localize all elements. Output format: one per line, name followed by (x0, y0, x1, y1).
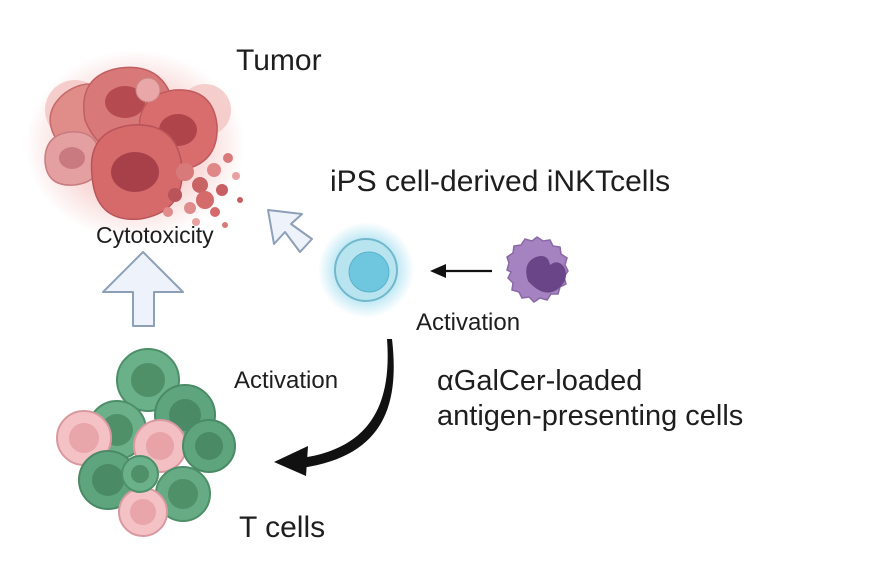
apc-label: αGalCer-loaded antigen-presenting cells (437, 364, 743, 435)
activation-arrow-small (430, 264, 492, 278)
curved-activation-arrow (274, 339, 394, 476)
diagonal-block-arrow (267, 209, 313, 253)
apc-label-line2: antigen-presenting cells (437, 400, 744, 433)
apc-label-line1: αGalCer-loaded (437, 365, 643, 397)
activation-apc-label: Activation (416, 309, 521, 336)
inkt-cell-icon (318, 222, 414, 318)
antigen-presenting-cell-icon (506, 236, 569, 303)
ips-cell-label: iPS cell-derived iNKTcells (330, 165, 671, 198)
t-cell-cluster-icon (56, 348, 236, 537)
tumor-cluster-icon (25, 50, 245, 240)
activation-tcells-label: Activation (234, 367, 339, 394)
cytotoxicity-label: Cytotoxicity (96, 222, 214, 248)
upward-block-arrow (102, 251, 184, 327)
tumor-label: Tumor (236, 44, 322, 77)
t-cells-label: T cells (239, 511, 326, 544)
